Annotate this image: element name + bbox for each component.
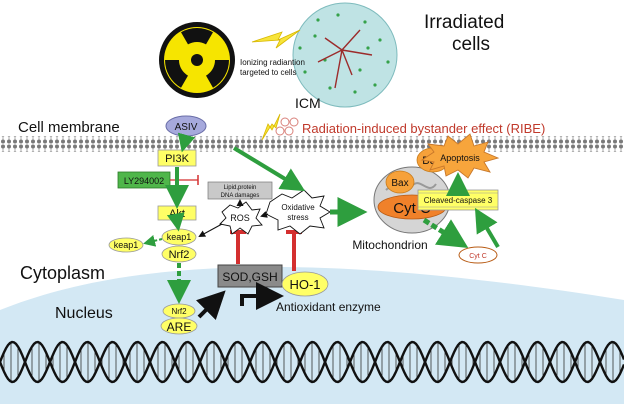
arrow-oxidative-to-ros xyxy=(260,211,269,218)
akt-label: Akt xyxy=(169,208,185,220)
dna-strand-2 xyxy=(0,340,624,384)
ionizing-radiation-label-line2: targeted to cells xyxy=(240,68,296,77)
antioxidant-enzyme-label: Antioxidant enzyme xyxy=(276,300,381,314)
keap1-label: keap1 xyxy=(167,232,192,242)
keap1-released-label: keap1 xyxy=(114,240,139,250)
cyt-c-released-label: Cyt C xyxy=(469,253,487,260)
arrow-keap1-dissociation xyxy=(143,234,163,247)
lightning-bolt-icon xyxy=(251,29,301,49)
arrow-to-ho1 xyxy=(240,282,284,310)
ho1-label: HO-1 xyxy=(289,277,320,292)
lipid-damage-label-line1: Lipid,protein xyxy=(224,185,257,191)
lipid-damage-label-line2: DNA damages xyxy=(221,193,260,199)
irradiated-cells-label-line1: Irradiated xyxy=(424,12,504,33)
arrow-ribe-to-oxidative xyxy=(232,146,306,192)
arrow-asiv-to-pi3k xyxy=(177,132,196,153)
radiation-hazard-icon xyxy=(159,22,235,98)
cyt-c-released-node xyxy=(458,246,498,264)
asiv-label: ASIV xyxy=(175,122,198,133)
apoptosis-node xyxy=(420,133,500,179)
cell-membrane-band xyxy=(0,136,624,152)
sod-gsh-node xyxy=(217,264,283,288)
dna-strand-1 xyxy=(0,340,624,384)
mitochondrion-label: Mitochondrion xyxy=(352,238,427,252)
nucleus-label: Nucleus xyxy=(55,305,113,322)
oxidative-stress-node xyxy=(265,189,331,235)
ly294002-label: LY294002 xyxy=(124,176,164,186)
are-label: ARE xyxy=(167,320,192,334)
pi3k-label: PI3K xyxy=(165,153,190,165)
oxidative-stress-label-line2: stress xyxy=(287,213,308,222)
arrow-ros-to-keap1 xyxy=(198,223,223,237)
icm-vesicles xyxy=(275,117,299,136)
nrf2-node xyxy=(161,245,197,263)
apoptosis-label: Apoptosis xyxy=(440,153,480,163)
nrf2-label: Nrf2 xyxy=(169,249,190,261)
ionizing-radiation-label-line1: Ionizing radiantion xyxy=(240,58,305,67)
dna-helix-icon xyxy=(0,340,624,384)
nucleus-region xyxy=(0,266,624,404)
irradiated-cells-label-line2: cells xyxy=(452,34,490,55)
cytoplasm-label: Cytoplasm xyxy=(20,263,105,283)
icm-label: ICM xyxy=(295,95,321,111)
cell-membrane-label: Cell membrane xyxy=(18,119,120,136)
ribe-label: Radiation-induced bystander effect (RIBE… xyxy=(302,121,545,136)
keap1-released-node xyxy=(108,237,144,253)
ros-label: ROS xyxy=(230,213,250,223)
arrow-cytc-release xyxy=(422,217,469,249)
arrow-cytc-to-caspase xyxy=(474,207,500,249)
bax-label: Bax xyxy=(391,178,408,189)
irradiated-cell-icon xyxy=(292,2,398,108)
bax-node xyxy=(385,170,415,194)
pi3k-node xyxy=(157,149,197,167)
arrow-are-to-sod xyxy=(195,290,226,321)
cleaved-caspase3-label: Cleaved-caspase 3 xyxy=(424,196,493,205)
arrow-akt-to-keap1 xyxy=(166,212,185,232)
oxidative-stress-label-line1: Oxidative xyxy=(281,203,315,212)
sod-gsh-label: SOD,GSH xyxy=(222,270,277,284)
icm-lightning-bolt-icon xyxy=(261,113,281,141)
are-node xyxy=(160,317,198,335)
nrf2-nuclear-label: Nrf2 xyxy=(171,307,187,316)
